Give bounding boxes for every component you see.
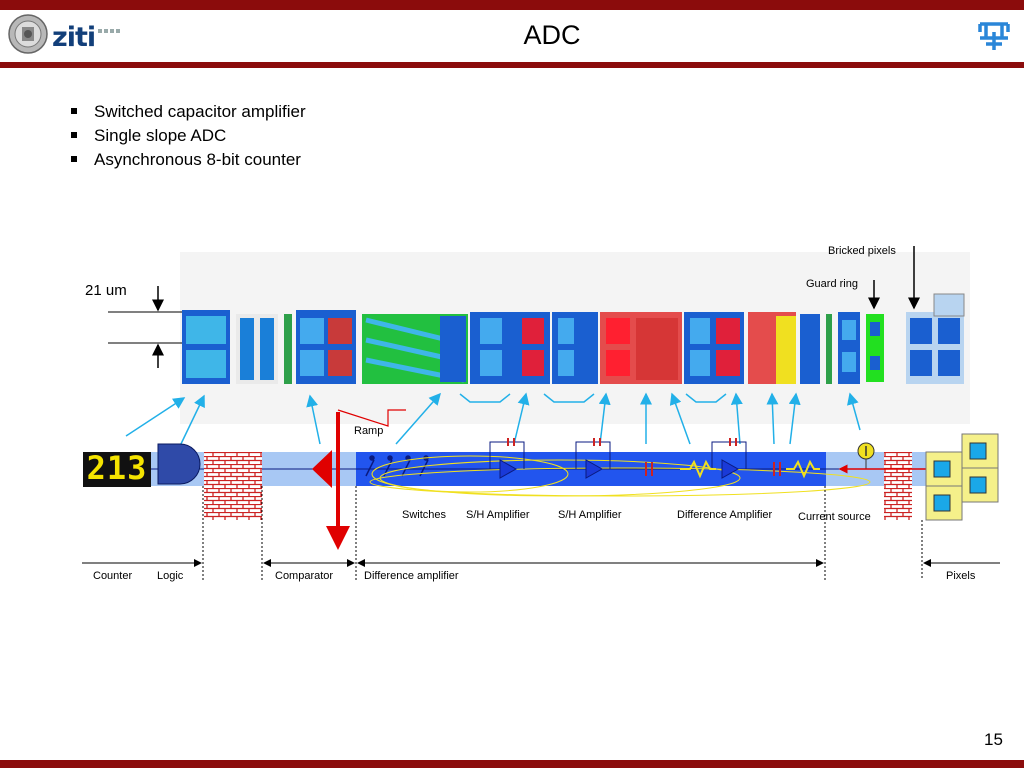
counter-display <box>83 452 151 487</box>
sh-amplifier-2 <box>575 438 611 479</box>
bullet-item: Switched capacitor amplifier <box>68 100 306 124</box>
current-source-label: Current source <box>798 511 871 523</box>
university-seal-logo <box>8 14 48 54</box>
resistor-icon <box>786 459 820 479</box>
switches-label: Switches <box>402 509 447 521</box>
ramp-waveform <box>337 409 406 427</box>
ziti-logo: ziti <box>52 22 96 53</box>
footer-bar <box>0 760 1024 768</box>
section-label-difference-amplifier: Difference amplifier <box>364 570 459 582</box>
section-label-comparator: Comparator <box>275 570 334 582</box>
brick-wall-left <box>204 452 262 520</box>
sh-amplifier-1-label: S/H Amplifier <box>466 509 530 521</box>
bullet-item: Asynchronous 8-bit counter <box>68 148 306 172</box>
brick-wall-right <box>884 452 912 520</box>
section-label-logic: Logic <box>157 570 184 582</box>
sh-amplifier-2-label: S/H Amplifier <box>558 509 622 521</box>
difference-amplifier-stage <box>711 438 747 479</box>
section-dimension-lines <box>82 486 1000 580</box>
switch-control-lines <box>369 455 871 497</box>
comparator-icon <box>312 450 332 488</box>
section-label-counter: Counter <box>93 570 133 582</box>
page-number: 15 <box>984 730 1003 749</box>
logic-gate-icon <box>157 443 201 485</box>
header-bottom-bar <box>0 62 1024 68</box>
capacitor-icon <box>645 462 653 476</box>
page-title: ADC <box>523 20 581 50</box>
bricked-pixels-label: Bricked pixels <box>828 245 896 257</box>
adc-schematic <box>150 409 999 550</box>
institute-logo <box>978 20 1010 52</box>
layout-pointer-arrows <box>125 392 861 447</box>
sh-amplifier-1 <box>489 438 525 479</box>
capacitor-icon <box>773 462 781 476</box>
section-label-pixels: Pixels <box>946 570 976 582</box>
bullet-item: Single slope ADC <box>68 124 306 148</box>
height-dimension-marker <box>108 286 182 368</box>
bullet-list: Switched capacitor amplifier Single slop… <box>68 100 306 172</box>
ziti-logo-dots <box>98 29 120 33</box>
current-source-icon <box>857 442 875 469</box>
resistor-icon <box>680 459 716 479</box>
height-dimension-label: 21 um <box>85 282 127 299</box>
guard-ring-label: Guard ring <box>806 278 858 290</box>
difference-amplifier-stage-label: Difference Amplifier <box>677 509 773 521</box>
counter-value: 213 <box>86 449 148 487</box>
pixel-cells <box>925 433 999 521</box>
ramp-label: Ramp <box>354 425 384 437</box>
header-top-bar <box>0 0 1024 10</box>
